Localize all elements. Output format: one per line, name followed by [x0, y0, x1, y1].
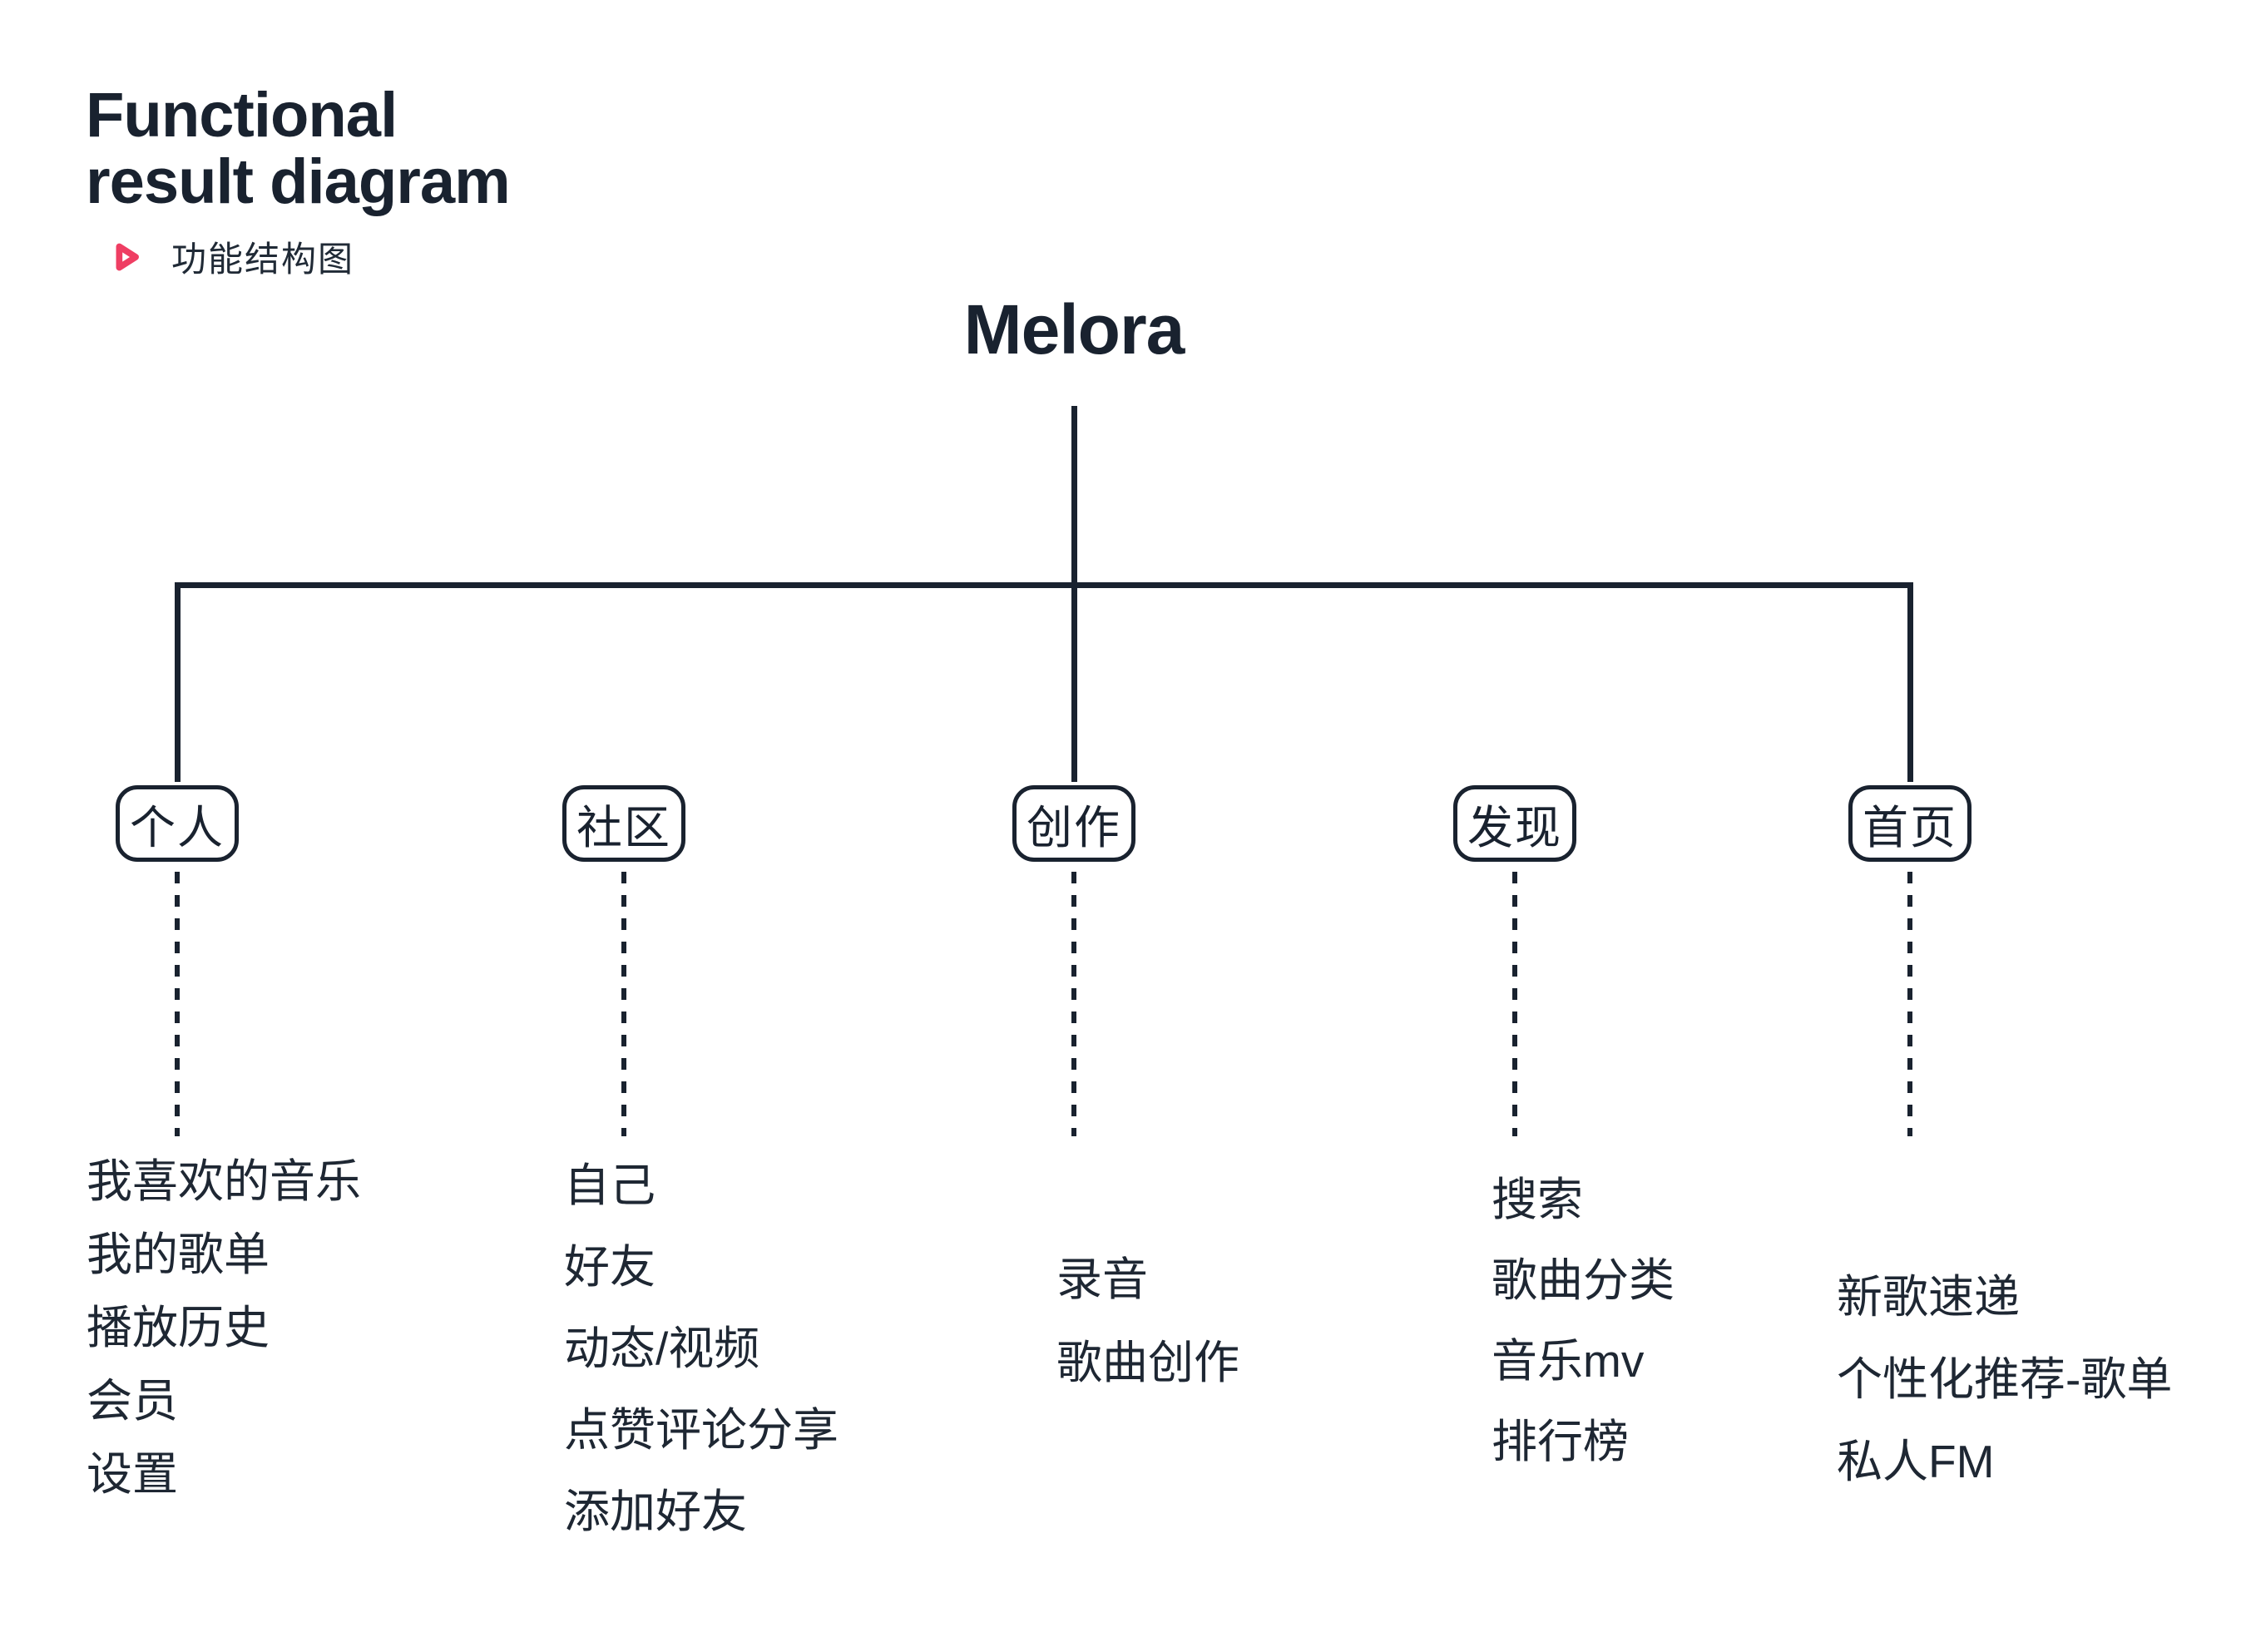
feature-list-community: 自己 好友 动态/视频 点赞评论分享 添加好友 [564, 1145, 839, 1552]
feature-item: 点赞评论分享 [564, 1404, 839, 1456]
feature-list-personal: 我喜欢的音乐 我的歌单 播放历史 会员 设置 [87, 1145, 361, 1511]
branch-node-creation: 创作 [1012, 785, 1135, 862]
page-title-line1: Functional [86, 79, 398, 151]
feature-item: 我的歌单 [87, 1229, 270, 1280]
play-icon [103, 235, 148, 279]
feature-item: 音乐mv [1492, 1335, 1645, 1387]
feature-item: 个性化推荐-歌单 [1837, 1353, 2173, 1405]
feature-item: 会员 [87, 1375, 179, 1427]
root-node-label: Melora [963, 290, 1185, 368]
dotted-connector-home [1907, 872, 1912, 1136]
feature-item: 私人FM [1837, 1436, 1995, 1487]
branch-node-discover: 发现 [1453, 785, 1576, 862]
connector-drop-left [175, 582, 181, 782]
connector-horizontal [175, 582, 1913, 588]
feature-item: 我喜欢的音乐 [87, 1155, 362, 1207]
legend-label: 功能结构图 [171, 240, 355, 279]
feature-item: 好友 [564, 1241, 656, 1293]
feature-list-creation: 录音 歌曲创作 [1056, 1238, 1239, 1404]
connector-drop-right [1907, 582, 1913, 782]
branch-node-community: 社区 [562, 785, 685, 862]
branch-node-personal: 个人 [116, 785, 239, 862]
feature-item: 歌曲分类 [1492, 1254, 1675, 1306]
page-title-line2: result diagram [86, 146, 511, 218]
feature-list-discover: 搜索 歌曲分类 音乐mv 排行榜 [1492, 1160, 1675, 1482]
feature-item: 添加好友 [564, 1486, 748, 1537]
dotted-connector-creation [1071, 872, 1076, 1136]
feature-item: 录音 [1056, 1254, 1149, 1305]
feature-item: 动态/视频 [564, 1323, 760, 1374]
legend: 功能结构图 [103, 231, 354, 282]
feature-item: 搜索 [1492, 1174, 1584, 1225]
dotted-connector-discover [1512, 872, 1517, 1136]
feature-item: 自己 [564, 1160, 656, 1211]
dotted-connector-personal [175, 872, 180, 1136]
connector-stem [1071, 406, 1077, 782]
feature-item: 新歌速递 [1837, 1271, 2021, 1323]
branch-node-home: 首页 [1848, 785, 1971, 862]
feature-item: 设置 [87, 1448, 179, 1500]
feature-item: 排行榜 [1492, 1416, 1630, 1467]
dotted-connector-community [621, 872, 626, 1136]
feature-item: 播放历史 [87, 1302, 270, 1353]
feature-list-home: 新歌速递 个性化推荐-歌单 私人FM [1837, 1256, 2172, 1503]
feature-item: 歌曲创作 [1056, 1337, 1240, 1388]
